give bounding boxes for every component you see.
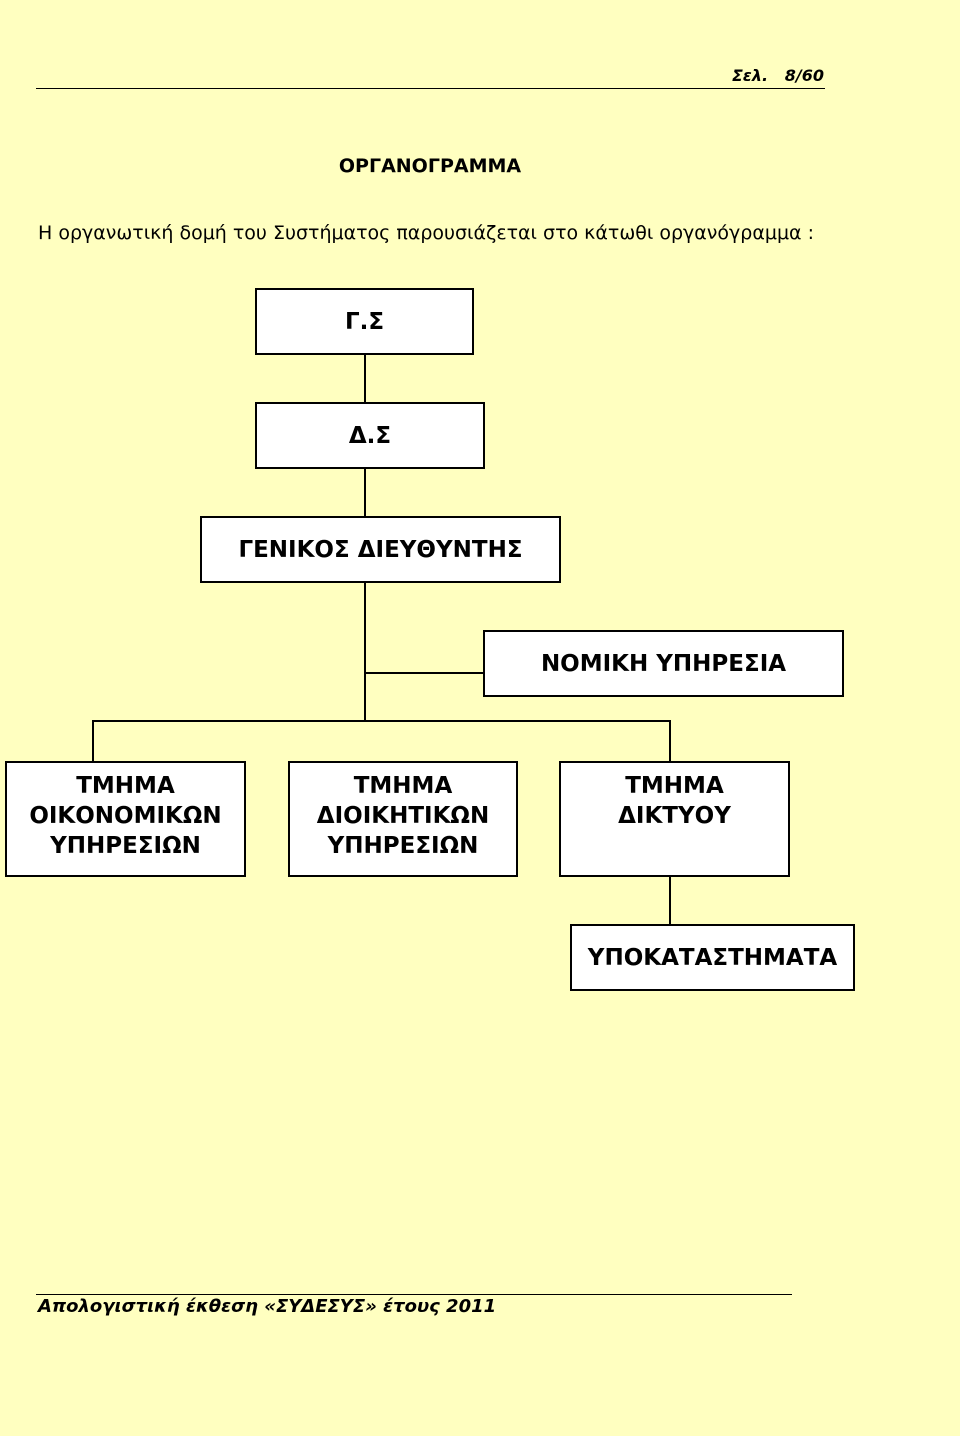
org-box-legal-service: ΝΟΜΙΚΗ ΥΠΗΡΕΣΙΑ bbox=[483, 630, 844, 697]
org-box-administrative-department: ΤΜΗΜΑ ΔΙΟΙΚΗΤΙΚΩΝ ΥΠΗΡΕΣΙΩΝ bbox=[288, 761, 518, 877]
org-box-label-line: ΤΜΗΜΑ bbox=[353, 773, 453, 799]
org-box-label-line: ΤΜΗΜΑ bbox=[76, 773, 175, 799]
org-box-label: ΓΕΝΙΚΟΣ ΔΙΕΥΘΥΝΤΗΣ bbox=[238, 536, 523, 563]
connector-gs-ds bbox=[364, 354, 366, 404]
org-box-label-line: ΔΙΟΙΚΗΤΙΚΩΝ bbox=[316, 803, 490, 829]
org-box-label-line: ΥΠΗΡΕΣΙΩΝ bbox=[50, 833, 201, 859]
connector-ds-gd bbox=[364, 467, 366, 518]
org-box-general-assembly: Γ.Σ bbox=[255, 288, 474, 355]
org-box-label: ΥΠΟΚΑΤΑΣΤΗΜΑΤΑ bbox=[587, 944, 838, 971]
org-box-label-line: ΔΙΚΤΥΟΥ bbox=[618, 803, 731, 829]
org-box-finance-department: ΤΜΗΜΑ ΟΙΚΟΝΟΜΙΚΩΝ ΥΠΗΡΕΣΙΩΝ bbox=[5, 761, 246, 877]
footer-divider bbox=[36, 1294, 792, 1295]
connector-gd-trunk bbox=[364, 581, 366, 722]
connector-legal-branch bbox=[364, 672, 486, 674]
header-divider bbox=[36, 88, 825, 89]
org-box-label: Δ.Σ bbox=[348, 422, 392, 449]
org-box-label-line: ΤΜΗΜΑ bbox=[625, 773, 724, 799]
org-box-label-line: ΟΙΚΟΝΟΜΙΚΩΝ bbox=[29, 803, 222, 829]
connector-network-branches bbox=[669, 875, 671, 926]
org-box-branches: ΥΠΟΚΑΤΑΣΤΗΜΑΤΑ bbox=[570, 924, 855, 991]
org-box-network-department: ΤΜΗΜΑ ΔΙΚΤΥΟΥ bbox=[559, 761, 790, 877]
org-box-label: ΝΟΜΙΚΗ ΥΠΗΡΕΣΙΑ bbox=[540, 650, 787, 677]
org-box-label: Γ.Σ bbox=[344, 308, 385, 335]
page-number: Σελ. 8/60 bbox=[732, 66, 824, 85]
connector-dept-1 bbox=[92, 720, 94, 763]
connector-departments-bar bbox=[92, 720, 671, 722]
org-box-board: Δ.Σ bbox=[255, 402, 485, 469]
intro-paragraph: Η οργανωτική δομή του Συστήματος παρουσι… bbox=[38, 222, 815, 244]
org-box-label-line: ΥΠΗΡΕΣΙΩΝ bbox=[327, 833, 479, 859]
connector-dept-3 bbox=[669, 720, 671, 763]
page-title: ΟΡΓΑΝΟΓΡΑΜΜΑ bbox=[338, 155, 522, 177]
footer-text: Απολογιστική έκθεση «ΣΥΔΕΣΥΣ» έτους 2011 bbox=[38, 1296, 497, 1317]
org-box-general-director: ΓΕΝΙΚΟΣ ΔΙΕΥΘΥΝΤΗΣ bbox=[200, 516, 561, 583]
